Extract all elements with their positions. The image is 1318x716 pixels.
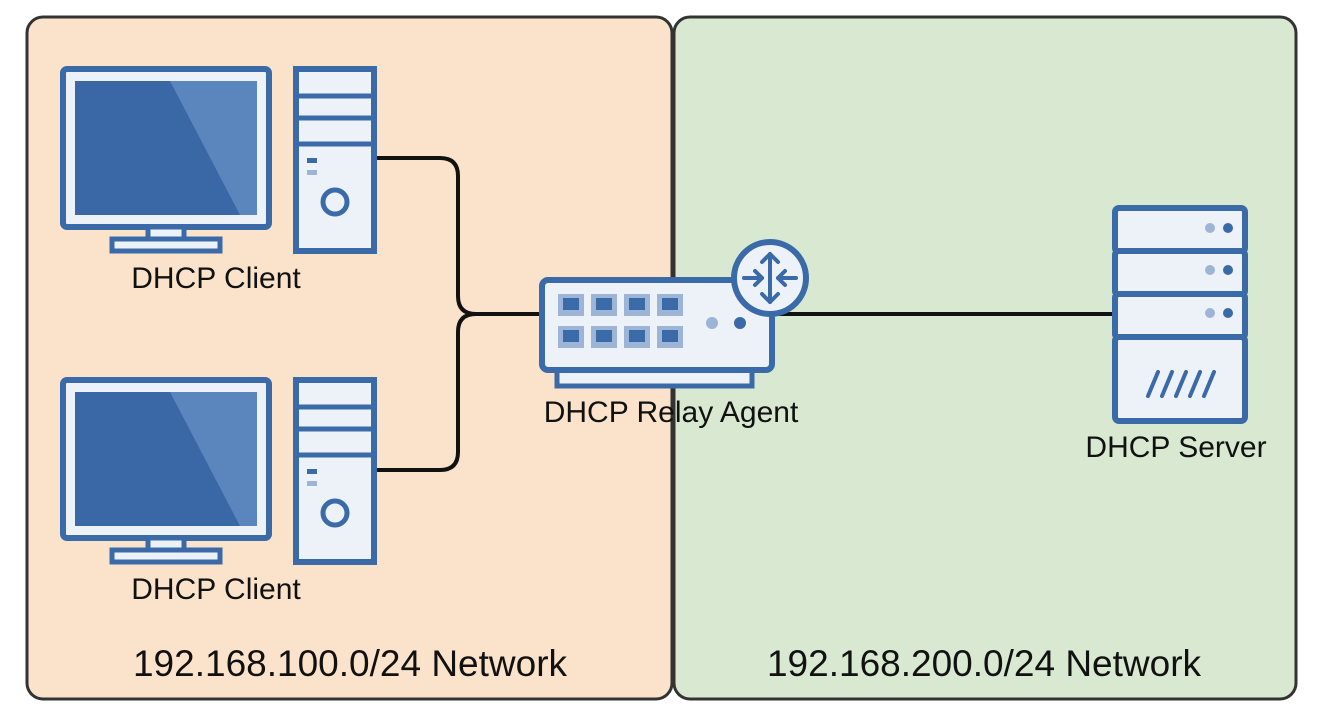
router-arrows-icon [731,239,809,317]
client-1-label: DHCP Client [131,262,301,295]
desktop-tower-icon [296,69,374,251]
network-left-label: 192.168.100.0/24 Network [132,643,568,684]
monitor-icon [63,69,269,251]
network-right-label: 192.168.200.0/24 Network [766,643,1202,684]
server-label: DHCP Server [1085,431,1267,464]
client-2 [63,380,374,562]
relay-agent-icon [539,239,809,389]
monitor-icon [63,380,269,562]
server-icon [1112,205,1248,424]
desktop-tower-icon [296,380,374,562]
link-client2-to-relay [377,312,477,472]
client-1 [63,69,374,251]
relay-agent-label: DHCP Relay Agent [543,396,799,429]
client-2-label: DHCP Client [131,573,301,606]
